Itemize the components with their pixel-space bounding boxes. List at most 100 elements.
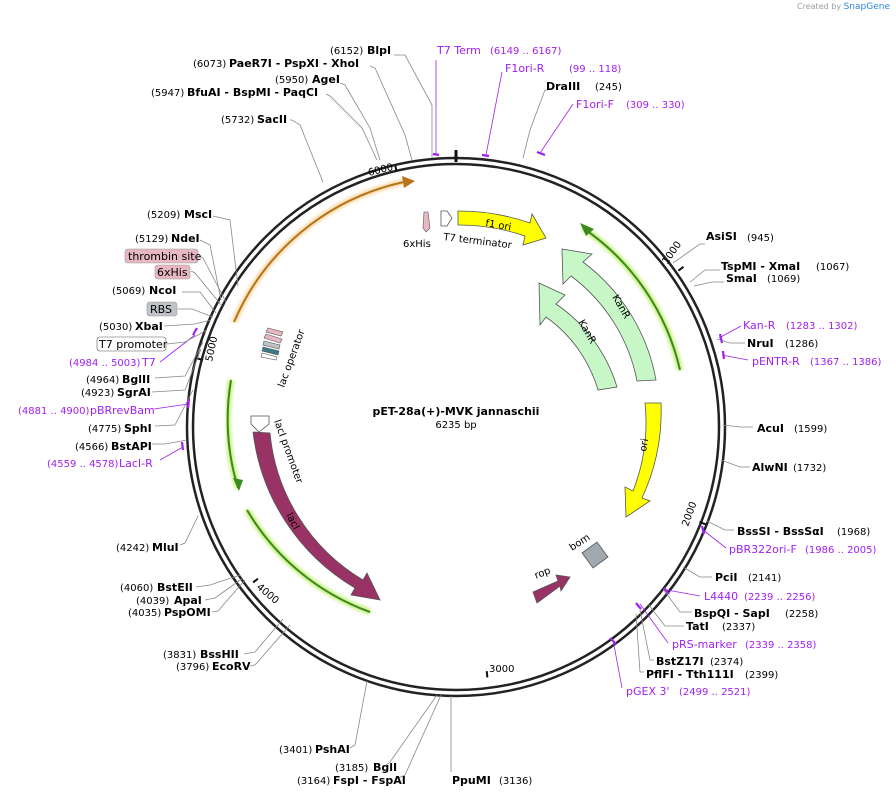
svg-text:(1986 .. 2005): (1986 .. 2005) — [805, 545, 877, 556]
svg-text:XbaI: XbaI — [135, 320, 163, 333]
ruler-label-1000: 1000 — [660, 240, 684, 267]
feature-mcs-blocks: lac operator — [260, 327, 308, 389]
site-ndei: (5129) NdeI — [135, 232, 222, 301]
svg-text:(4559 .. 4578): (4559 .. 4578) — [47, 459, 119, 470]
site-tspmi-xmai: TspMI - XmaI (1067) — [689, 260, 849, 283]
site-bstapi: (4566) BstAPI — [75, 439, 188, 453]
svg-text:T7 Term: T7 Term — [436, 44, 481, 57]
box-rbs: RBS — [146, 301, 214, 318]
site-sgrai: (4923) SgrAI — [81, 348, 202, 399]
svg-text:(2374): (2374) — [710, 657, 743, 668]
svg-text:(4881 .. 4900): (4881 .. 4900) — [18, 406, 90, 417]
svg-text:(5069): (5069) — [112, 286, 145, 297]
feature-kanr-outer: KanR — [561, 248, 657, 382]
svg-text:(4984 .. 5003): (4984 .. 5003) — [69, 358, 141, 369]
feature-6xhis-top: 6xHis — [403, 211, 431, 250]
site-bfuai: (5947) BfuAI - BspMI - PaqCI — [151, 86, 378, 161]
svg-text:SphI: SphI — [124, 422, 152, 435]
feature-bom: bom — [568, 532, 609, 569]
snapgene-brand: SnapGene — [843, 2, 890, 12]
svg-text:(309 .. 330): (309 .. 330) — [626, 100, 685, 111]
site-asisi: AsiSI (945) — [672, 230, 774, 264]
ruler-3000: 3000 — [485, 664, 514, 678]
site-xhoi: (6073) PaeR7I - PspXI - XhoI — [193, 57, 413, 161]
feature-label-rop: rop — [533, 565, 552, 581]
svg-text:NcoI: NcoI — [149, 284, 176, 297]
site-apai: (4039) ApaI — [136, 577, 244, 607]
svg-text:pBRrevBam: pBRrevBam — [90, 404, 155, 417]
svg-text:TatI: TatI — [686, 620, 709, 633]
svg-text:(1968): (1968) — [837, 527, 870, 538]
svg-text:(6152): (6152) — [330, 46, 363, 57]
svg-text:(3185): (3185) — [335, 763, 368, 774]
svg-text:pENTR-R: pENTR-R — [752, 355, 800, 368]
svg-text:MluI: MluI — [152, 541, 179, 554]
site-msci: (5209) MscI — [147, 208, 239, 287]
primer-prs-marker: pRS-marker (2339 .. 2358) — [635, 602, 817, 651]
svg-text:(5209): (5209) — [147, 210, 180, 221]
feature-laci: lacI — [252, 431, 381, 601]
svg-text:(245): (245) — [595, 82, 622, 93]
svg-text:BglI: BglI — [373, 761, 397, 774]
site-blpi: (6152) BlpI — [330, 44, 433, 158]
site-bgli: (3185) BglI — [335, 694, 438, 774]
ruler-label-5000: 5000 — [204, 335, 220, 362]
site-ppumi: PpuMI (3136) — [450, 696, 532, 787]
ruler-6000: 6000 — [367, 162, 398, 179]
svg-text:BstZ17I: BstZ17I — [656, 655, 704, 668]
svg-text:BssSI - BssSαI: BssSI - BssSαI — [737, 525, 824, 538]
feature-ori: ori — [624, 402, 662, 518]
box-6xhis: 6xHis — [154, 264, 223, 307]
svg-text:BglII: BglII — [122, 373, 150, 386]
feature-f1-ori: f1 ori — [457, 210, 547, 246]
svg-text:AcuI: AcuI — [757, 422, 784, 435]
svg-text:BfuAI - BspMI - PaqCI: BfuAI - BspMI - PaqCI — [187, 86, 318, 99]
snapgene-credit: Created by SnapGene — [797, 2, 890, 12]
svg-text:(2337): (2337) — [722, 622, 755, 633]
box-t7-promoter: T7 promoter — [96, 329, 208, 352]
svg-text:NruI: NruI — [747, 337, 774, 350]
feature-label-ori: ori — [638, 438, 651, 453]
svg-text:PpuMI: PpuMI — [452, 774, 491, 787]
ruler-5000: 5000 — [196, 335, 220, 363]
feature-label-f1-ori: f1 ori — [484, 218, 512, 233]
site-xbai: (5030) XbaI — [99, 319, 212, 333]
svg-text:BstAPI: BstAPI — [111, 440, 152, 453]
svg-text:Kan-R: Kan-R — [743, 319, 776, 332]
svg-text:(3164): (3164) — [297, 776, 330, 787]
svg-text:(5030): (5030) — [99, 322, 132, 333]
site-bglii: (4964) BglII — [86, 341, 204, 386]
mvk-orf-arrow — [231, 176, 415, 324]
ruler-label-6000: 6000 — [367, 162, 394, 179]
site-acui: AcuI (1599) — [722, 422, 827, 435]
svg-text:(3831): (3831) — [163, 650, 196, 661]
svg-text:(99 .. 118): (99 .. 118) — [569, 64, 621, 75]
ruler-4000: 4000 — [252, 577, 281, 607]
site-agei: (5950) AgeI — [275, 73, 381, 161]
svg-text:(2499 .. 2521): (2499 .. 2521) — [679, 687, 751, 698]
site-sphi: (4775) SphI — [88, 389, 194, 435]
feature-rop: rop — [532, 565, 571, 604]
svg-text:TspMI - XmaI: TspMI - XmaI — [721, 260, 800, 273]
svg-text:(4242): (4242) — [116, 543, 149, 554]
svg-text:SmaI: SmaI — [726, 272, 757, 285]
svg-text:(1367 .. 1386): (1367 .. 1386) — [810, 357, 882, 368]
svg-text:(4964): (4964) — [86, 375, 119, 386]
site-pcii: PciI (2141) — [682, 566, 781, 584]
site-smai: SmaI (1069) — [693, 272, 800, 287]
svg-text:MscI: MscI — [184, 208, 212, 221]
svg-text:PaeR7I - PspXI - XhoI: PaeR7I - PspXI - XhoI — [229, 57, 359, 70]
svg-text:SacII: SacII — [257, 113, 287, 126]
svg-text:(5950): (5950) — [275, 75, 308, 86]
primer-pbrrevbam: (4881 .. 4900) pBRrevBam — [18, 398, 191, 417]
ruler-label-2000: 2000 — [680, 500, 699, 528]
site-sacii: (5732) SacII — [221, 113, 324, 183]
svg-text:BspQI - SapI: BspQI - SapI — [694, 607, 770, 620]
svg-text:AlwNI: AlwNI — [752, 461, 788, 474]
svg-text:DraIII: DraIII — [546, 80, 580, 93]
svg-text:PflFI - Tth111I: PflFI - Tth111I — [646, 668, 734, 681]
svg-text:(4566): (4566) — [75, 442, 108, 453]
ruler-label-4000: 4000 — [254, 582, 281, 607]
svg-text:(3136): (3136) — [499, 776, 532, 787]
